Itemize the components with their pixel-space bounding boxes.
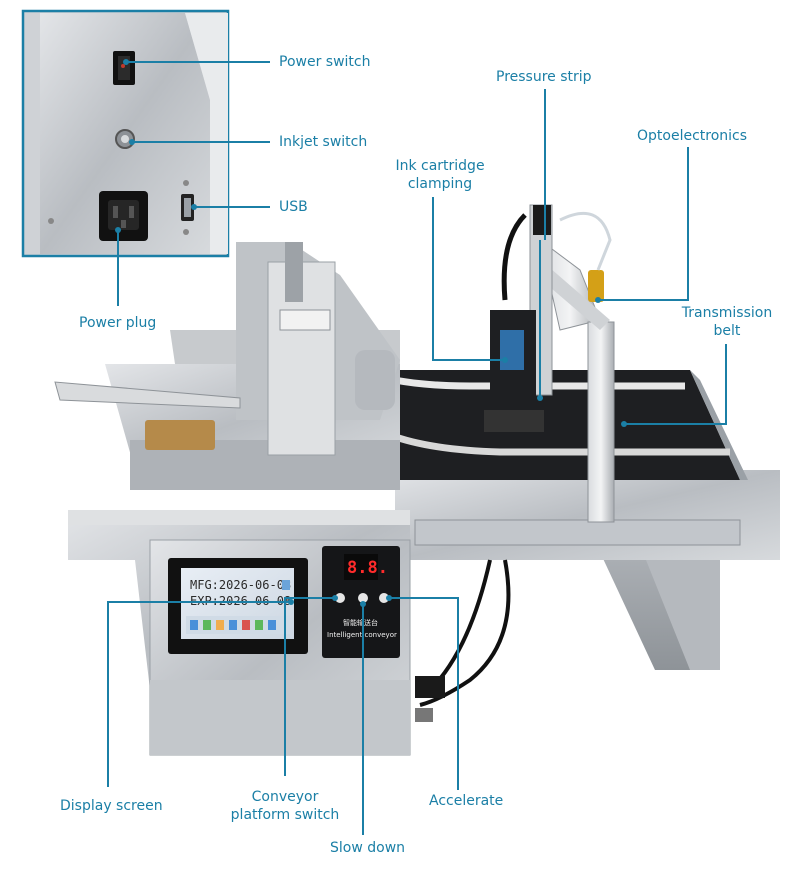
callout-accelerate: Accelerate (429, 793, 504, 809)
panel-label-cn: 智能输送台 (343, 618, 378, 627)
callout-transmission-line1: Transmission (681, 305, 773, 321)
callout-power-switch: Power switch (279, 54, 371, 70)
callout-conveyor-line2: platform switch (230, 807, 340, 823)
callout-conveyor-line1: Conveyor (251, 789, 319, 805)
callout-ink-cartridge-clamping: Ink cartridge clamping (390, 157, 490, 193)
rear-panel-inset (21, 9, 230, 258)
callout-transmission-line2: belt (713, 323, 741, 339)
callout-display-screen: Display screen (60, 798, 163, 814)
callout-optoelectronics: Optoelectronics (637, 128, 748, 144)
callout-transmission-belt: Transmission belt (672, 304, 782, 340)
callout-inkjet-switch: Inkjet switch (279, 134, 368, 150)
callout-conveyor-platform-switch: Conveyor platform switch (220, 788, 350, 824)
display-screen: MFG:2026-06-08 EXP:2026-06-08 (168, 558, 308, 654)
accelerate-button[interactable] (379, 593, 389, 603)
callout-usb: USB (279, 199, 308, 215)
callout-ink-cartridge-line2: clamping (407, 176, 473, 192)
panel-label-en: Intelligent conveyor (327, 631, 397, 639)
callout-ink-cartridge-line1: Ink cartridge (395, 158, 485, 174)
slow-down-button[interactable] (358, 593, 368, 603)
screen-line-mfg: MFG:2026-06-08 (190, 578, 291, 592)
callout-slow-down: Slow down (330, 840, 406, 856)
optoelectronic-sensor-icon (588, 270, 604, 302)
leader-dots (115, 59, 627, 607)
panel-digits: 8.8. (347, 558, 388, 578)
callout-power-plug: Power plug (79, 315, 157, 331)
conveyor-platform-switch-button[interactable] (335, 593, 345, 603)
leader-lines (107, 61, 727, 835)
callout-pressure-strip: Pressure strip (496, 69, 592, 85)
